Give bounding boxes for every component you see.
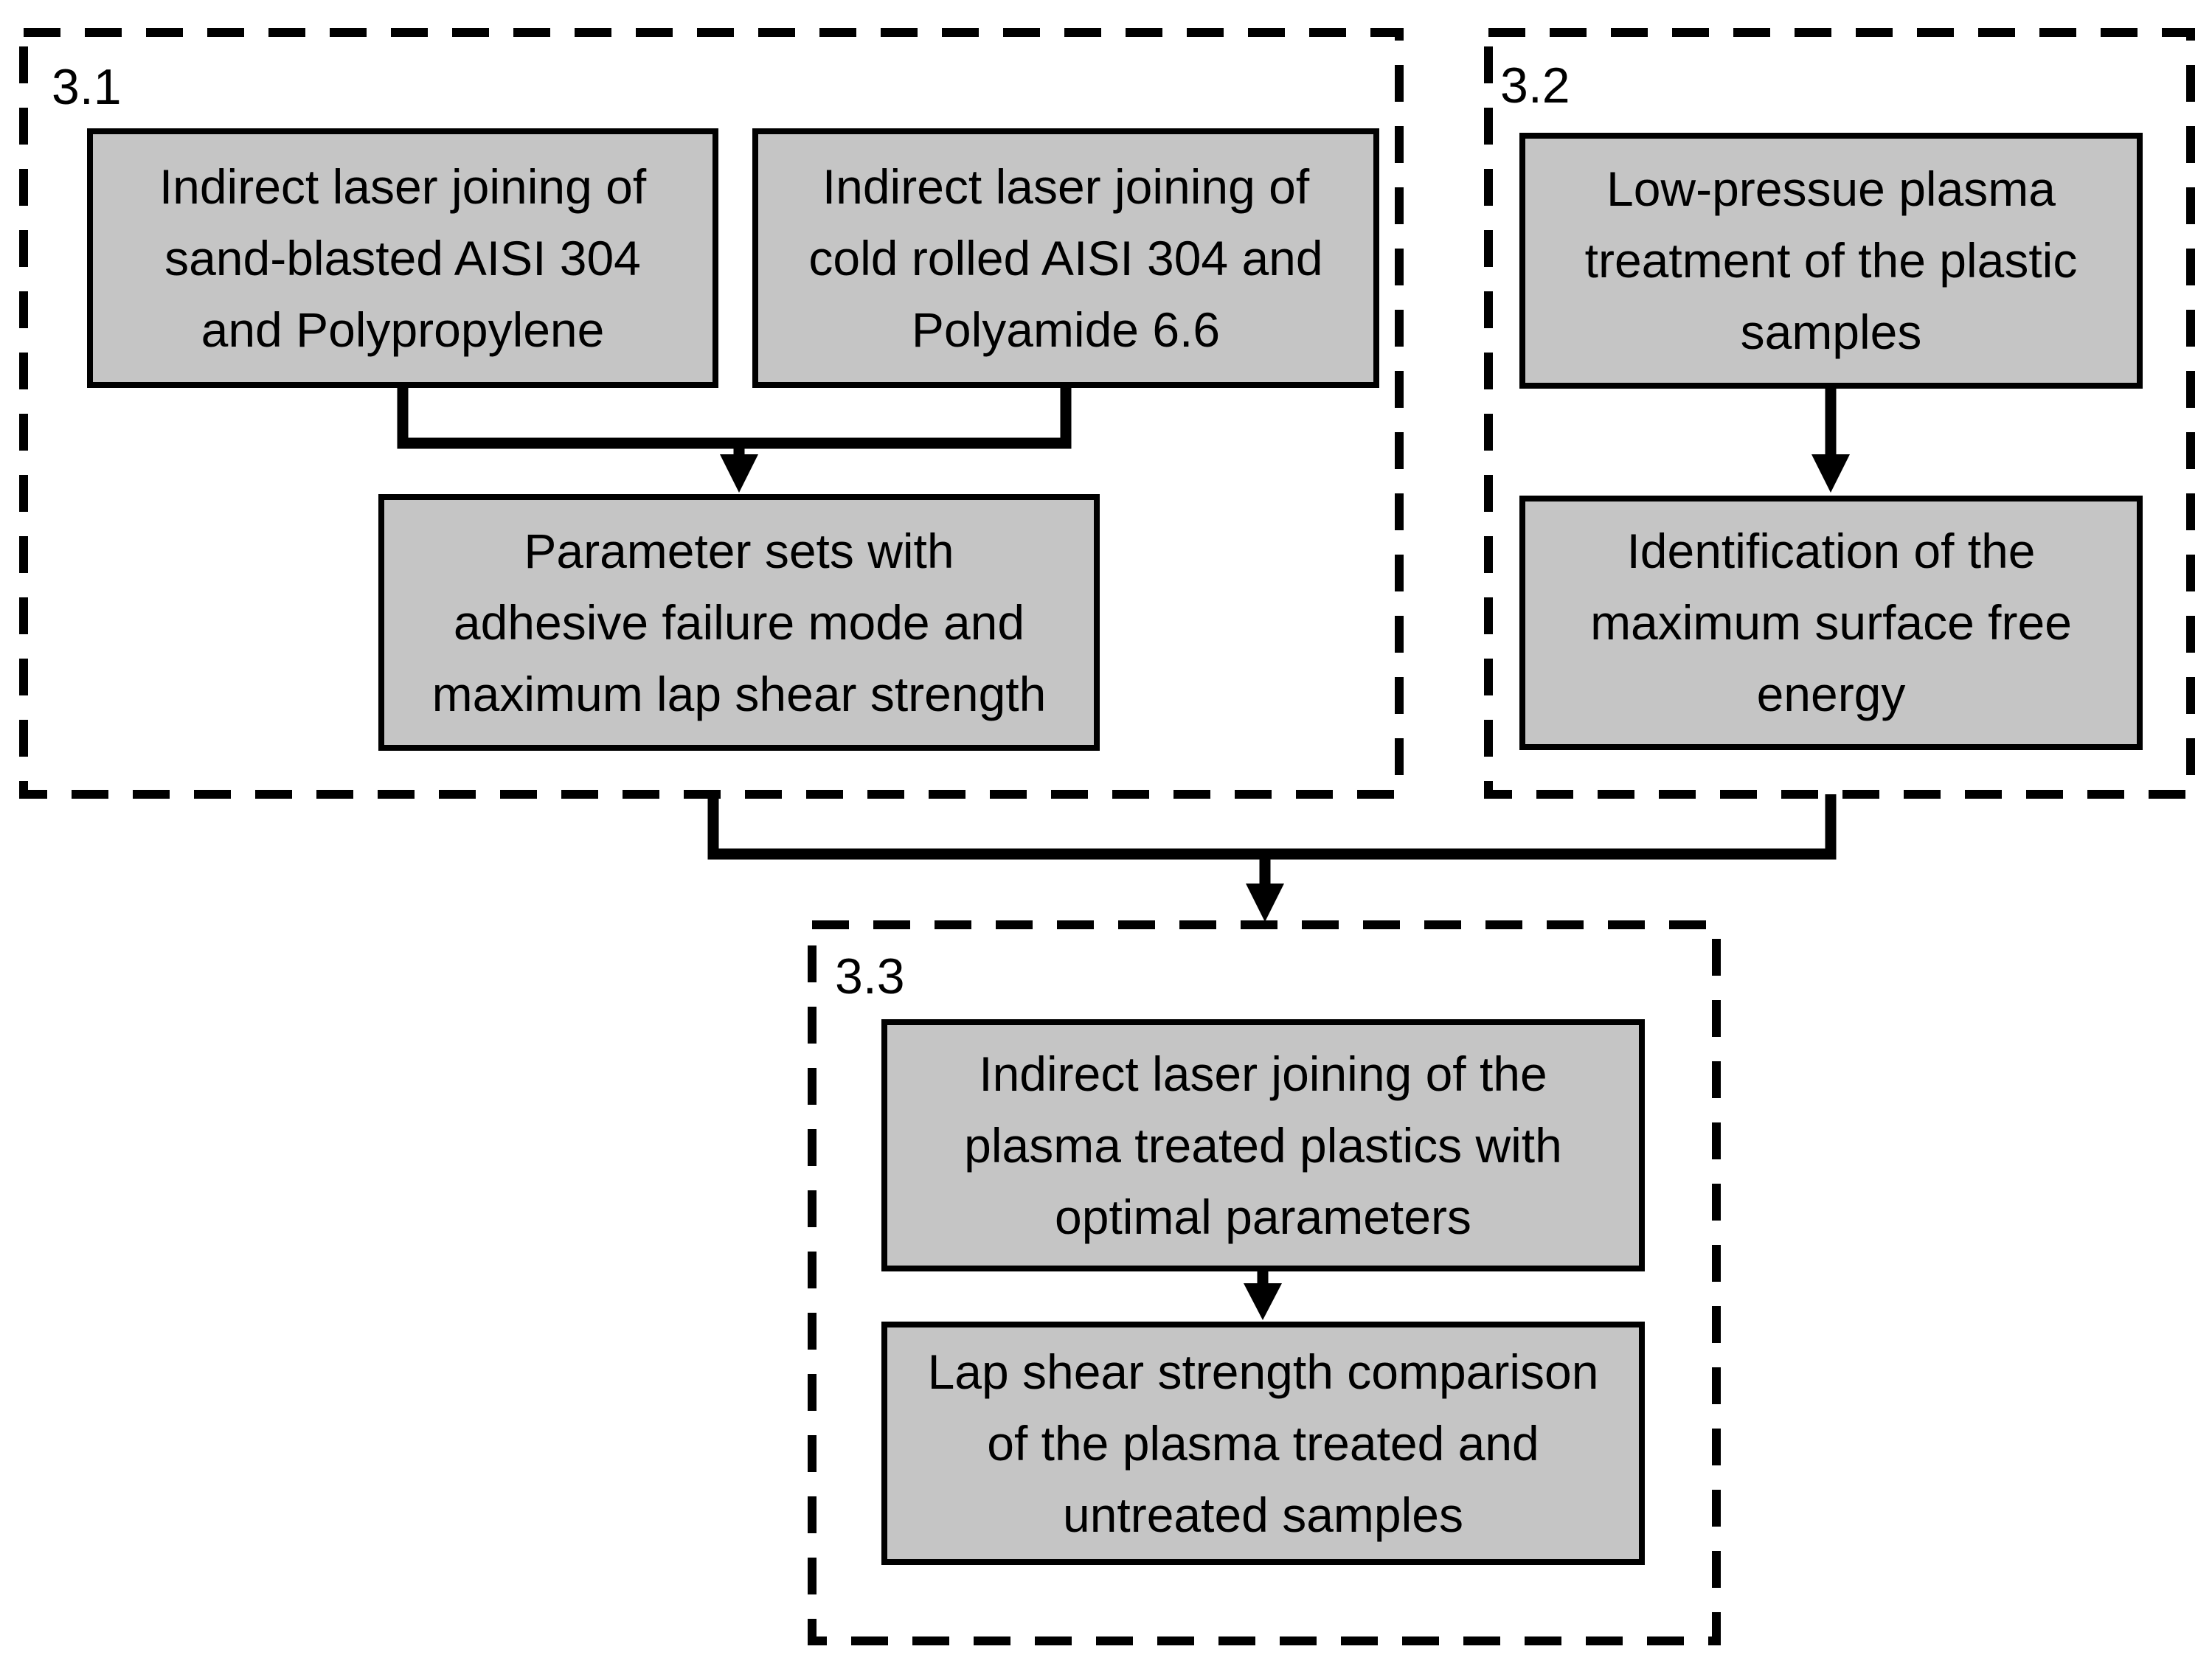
section-3-2-label: 3.2 bbox=[1500, 58, 1570, 114]
box-joining-sand-blasted-aisi304-polypropylene: Indirect laser joining of sand-blasted A… bbox=[87, 128, 718, 388]
arrowhead-to-section-3-3 bbox=[1246, 884, 1284, 922]
connector-sections-merge-elbow bbox=[707, 794, 1837, 860]
section-3-3-label: 3.3 bbox=[835, 948, 905, 1004]
section-3-1-label: 3.1 bbox=[52, 59, 122, 115]
connector-3-1-merge-elbow bbox=[397, 388, 1072, 449]
box-identification-surface-free-energy: Identification of the maximum surface fr… bbox=[1519, 496, 2143, 750]
arrowhead-to-parameter-sets bbox=[720, 454, 758, 493]
box-parameter-sets-adhesive-failure: Parameter sets with adhesive failure mod… bbox=[378, 494, 1100, 751]
box-joining-plasma-treated-plastics: Indirect laser joining of the plasma tre… bbox=[881, 1019, 1645, 1271]
box-low-pressure-plasma-treatment: Low-pressue plasma treatment of the plas… bbox=[1519, 133, 2143, 389]
arrowhead-to-identification bbox=[1811, 454, 1850, 493]
box-joining-cold-rolled-aisi304-polyamide: Indirect laser joining of cold rolled AI… bbox=[752, 128, 1379, 388]
box-lap-shear-strength-comparison: Lap shear strength comparison of the pla… bbox=[881, 1322, 1645, 1565]
arrowhead-to-lap-shear-comparison bbox=[1244, 1283, 1282, 1320]
section-3-3-outline bbox=[808, 920, 1721, 1645]
